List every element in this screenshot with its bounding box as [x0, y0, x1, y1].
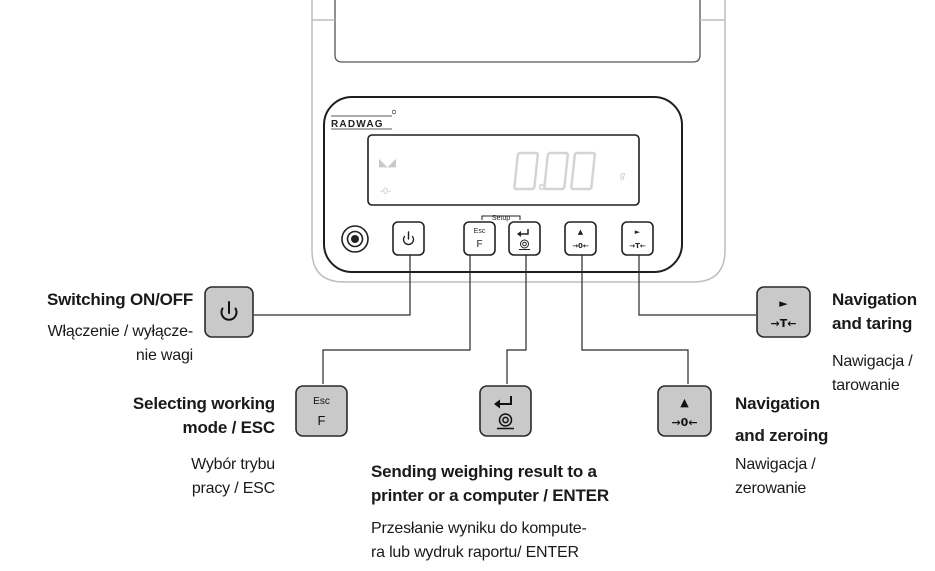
tare-desc-line-1: Nawigacja /: [832, 353, 913, 370]
tare-title-line-2: and taring: [832, 314, 913, 333]
mode-title-line-1: Selecting working: [132, 394, 275, 413]
ring-button[interactable]: [341, 225, 369, 253]
mode-title-line-2: mode / ESC: [182, 418, 276, 437]
f-label: F: [318, 413, 326, 428]
tare-symbol: →T←: [629, 242, 646, 250]
zero-key[interactable]: ▲ →0←: [564, 221, 597, 256]
tare-title-line-1: Navigation: [832, 290, 917, 309]
enter-arrow-icon: [517, 229, 529, 237]
radwag-logo: RADWAG: [331, 109, 397, 130]
callout-zero-key[interactable]: ▲ →0←: [657, 385, 712, 437]
display-window: ◣◢ -0- g: [367, 134, 640, 206]
enter-title-line-2: printer or a computer / ENTER: [371, 486, 609, 505]
brand-text: RADWAG: [331, 119, 384, 130]
print-target-icon: [519, 239, 530, 250]
callout-tare-key[interactable]: ► →T←: [756, 286, 811, 338]
setup-bracket: Setup: [481, 215, 521, 222]
enter-key[interactable]: [508, 221, 541, 256]
weight-digits: [513, 151, 597, 191]
weight-unit: g: [620, 170, 625, 180]
digit-0: [543, 151, 570, 191]
tare-desc-line-2: tarowanie: [832, 377, 900, 394]
zero-desc-line-2: zerowanie: [735, 480, 807, 497]
balance-housing: [311, 0, 726, 283]
power-desc-line-2: nie wagi: [135, 347, 193, 364]
digit-0: [513, 151, 540, 191]
power-title: Switching ON/OFF: [46, 290, 193, 309]
callout-enter-key[interactable]: [479, 385, 532, 437]
esc-label: Esc: [313, 396, 330, 407]
leader-lines: [254, 255, 756, 384]
zero-title-line-2: and zeroing: [735, 426, 829, 445]
tare-key[interactable]: ► →T←: [621, 221, 654, 256]
keypad-panel: RADWAG ◣◢ -0- g Setup: [323, 96, 683, 273]
power-icon: [402, 231, 415, 246]
zero-arrow: ▲: [680, 396, 689, 409]
digit-0: [570, 151, 597, 191]
stability-icon: ◣◢: [379, 156, 396, 169]
enter-desc-line-2: ra lub wydruk raportu/ ENTER: [371, 544, 579, 561]
setup-label: Setup: [492, 215, 510, 222]
tare-arrow: ►: [635, 228, 641, 236]
print-target-icon: [497, 413, 514, 430]
esc-label: Esc: [474, 228, 486, 235]
enter-desc-line-1: Przesłanie wyniku do kompute-: [371, 520, 587, 537]
power-desc-line-1: Włączenie / wyłącze-: [47, 323, 194, 340]
enter-arrow-icon: [494, 396, 512, 409]
esc-f-key[interactable]: Esc F: [463, 221, 496, 256]
mode-desc-line-2: pracy / ESC: [191, 480, 275, 497]
zero-desc-line-1: Nawigacja /: [735, 456, 816, 473]
tare-arrow: ►: [779, 297, 788, 310]
f-label: F: [476, 239, 482, 250]
power-icon: [220, 301, 238, 321]
tare-symbol: →T←: [771, 317, 797, 330]
zero-title-line-1: Navigation: [735, 394, 820, 413]
callout-power-key[interactable]: [204, 286, 254, 338]
zero-symbol: →0←: [572, 242, 589, 250]
mode-desc-line-1: Wybór trybu: [191, 456, 275, 473]
zero-symbol: →0←: [671, 416, 697, 429]
zero-arrow: ▲: [578, 228, 584, 236]
zero-indicator: -0-: [380, 186, 391, 196]
enter-title-line-1: Sending weighing result to a: [371, 462, 597, 481]
power-key[interactable]: [392, 221, 425, 256]
callout-esc-f-key[interactable]: Esc F: [295, 385, 348, 437]
